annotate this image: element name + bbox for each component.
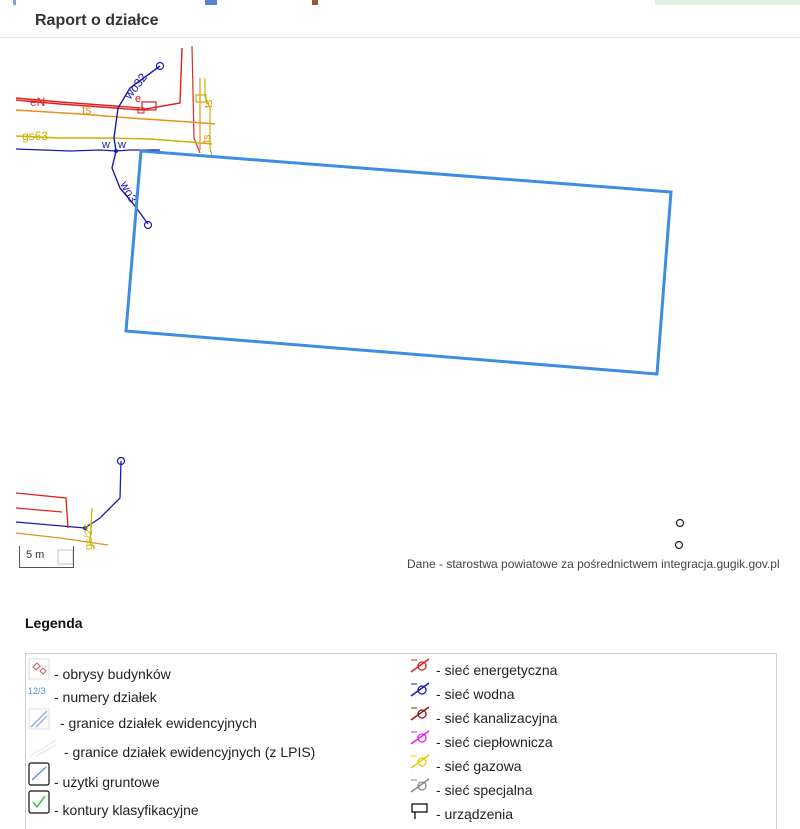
scale-label: 5 m [26, 549, 45, 561]
building-outline [137, 107, 145, 114]
water-node [155, 61, 165, 71]
parcel-number-icon: 12/3 [28, 686, 46, 696]
energy-line [191, 45, 201, 154]
energy-line [15, 97, 141, 109]
legend-item-devices: - urządzenia [409, 800, 609, 824]
legend-item-special: - sieć specjalna [409, 776, 609, 800]
attribution-text: Dane - starostwa powiatowe za pośrednict… [407, 557, 780, 571]
report-header: Raport o działce [0, 5, 800, 38]
legend-item-land-use: - użytki gruntowe [28, 762, 288, 790]
water-line [15, 148, 160, 152]
legend-item-heating: - sieć ciepłownicza [409, 728, 609, 752]
legend-item-sewer: - sieć kanalizacyjna [409, 704, 609, 728]
legend-title: Legenda [25, 615, 83, 631]
legend-item-parcel-numbers: 12/3 - numery działek [28, 686, 157, 705]
energy-line [15, 507, 63, 513]
label-ts-v2: ts [201, 134, 213, 143]
gas-line [204, 78, 213, 157]
water-node [83, 526, 87, 530]
energy-line [15, 47, 183, 111]
building-outline-icon [28, 658, 50, 680]
strip-mark [13, 0, 16, 5]
legend-item-water: - sieć wodna [409, 680, 609, 704]
building-outline [141, 101, 157, 111]
parcel-outline[interactable] [124, 149, 673, 376]
strip-mark [205, 0, 217, 5]
gas-line [89, 507, 96, 549]
device-icon [411, 803, 428, 819]
label-w1: w [101, 139, 110, 151]
label-ts-v1: ts [203, 99, 215, 108]
gas-network-icon [410, 754, 430, 769]
water-node [116, 456, 126, 466]
heating-network-icon [410, 730, 430, 745]
map-canvas[interactable]: eN ts e gs63 w w wo32 wo3 ts ts gs/25 [0, 38, 800, 583]
gas-line [15, 135, 213, 145]
land-use-icon [28, 762, 50, 786]
page-title: Raport o działce [35, 12, 159, 29]
legend-item-parcel-boundaries: - granice działek ewidencyjnych [28, 708, 328, 734]
lpis-boundary-icon [29, 739, 57, 757]
label-gs63: gs63 [22, 129, 48, 143]
label-e: e [135, 93, 141, 105]
label-w2: w [117, 139, 126, 151]
scale-bar: 5 m [19, 546, 74, 568]
label-en: eN [30, 95, 45, 109]
water-node [114, 149, 118, 153]
point-marker [674, 540, 684, 550]
label-gs25: gs/25 [83, 523, 95, 550]
legend-item-buildings: - obrysy budynków [28, 658, 288, 684]
water-line [15, 460, 122, 529]
legend-item-classification-contours: - kontury klasyfikacyjne [28, 790, 288, 818]
map-view[interactable]: eN ts e gs63 w w wo32 wo3 ts ts gs/25 [0, 38, 800, 583]
classification-contour-icon [28, 790, 50, 814]
point-marker [675, 518, 685, 528]
energy-network-icon [410, 658, 430, 673]
strip-mark [655, 0, 800, 5]
parcel-boundary-icon [28, 708, 50, 730]
legend-item-energy: - sieć energetyczna [409, 656, 609, 680]
legend-item-lpis-boundaries: - granice działek ewidencyjnych (z LPIS) [28, 736, 348, 762]
legend-item-gas: - sieć gazowa [409, 752, 609, 776]
label-wo32: wo32 [121, 70, 151, 102]
orange-line [15, 532, 109, 546]
legend-box: - obrysy budynków 12/3 - numery działek … [25, 653, 777, 829]
energy-line [15, 492, 69, 529]
special-network-icon [410, 778, 430, 793]
strip-mark [312, 0, 318, 5]
top-strip [0, 0, 800, 5]
orange-line [15, 109, 216, 125]
water-node [143, 220, 153, 230]
gas-device [195, 94, 207, 103]
water-network-icon [410, 682, 430, 697]
label-ts1: ts [82, 103, 91, 117]
sewer-network-icon [410, 706, 430, 721]
